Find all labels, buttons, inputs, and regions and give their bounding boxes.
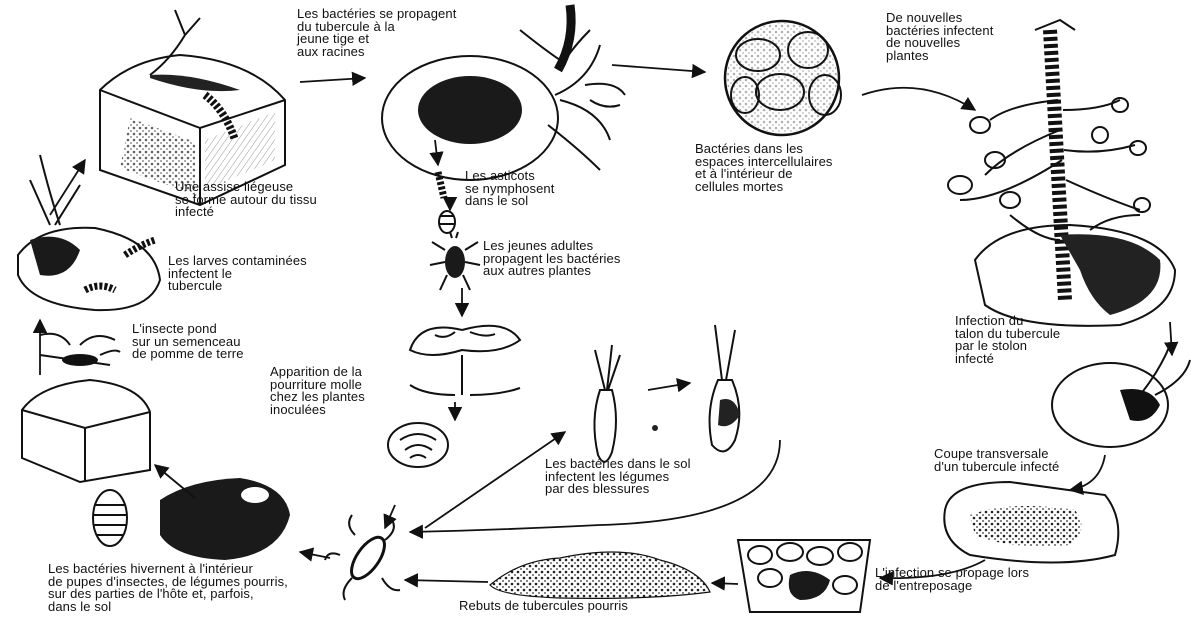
arrow-cork-to-sprout [300, 78, 365, 82]
intercellular-bacteria-micrograph [725, 21, 841, 135]
arrow-stolon-to-section [1070, 455, 1105, 490]
label-cross-section: Coupe transversale d'un tubercule infect… [934, 448, 1059, 473]
label-bacteria-spread: Les bactéries se propagent du tubercule … [297, 8, 456, 58]
label-heel-infection: Infection du talon du tubercule par le s… [955, 315, 1060, 365]
label-new-bacteria: De nouvelles bactéries infectent de nouv… [886, 12, 993, 62]
stolon-infected-tuber-illustration [1052, 345, 1190, 447]
seed-potato-with-fly-illustration [22, 334, 150, 482]
label-storage-spread: L'infection se propage lors de l'entrepo… [875, 567, 1029, 592]
label-larvae-infect: Les larves contaminées infectent le tube… [168, 255, 307, 293]
arrow-sprout-to-maggot [435, 140, 438, 165]
arrow-bacterium-to-overwinter [300, 552, 330, 558]
carrots-illustration [594, 325, 740, 462]
arrow-culls-to-bacterium [405, 580, 488, 582]
label-intercellular: Bactéries dans les espaces intercellulai… [695, 143, 833, 193]
arrow-micrograph-to-plant [862, 88, 975, 110]
bacterium-illustration [325, 515, 400, 600]
label-insect-lays: L'insecte pond sur un semenceau de pomme… [132, 323, 244, 361]
label-soft-rot: Apparition de la pourriture molle chez l… [270, 366, 365, 416]
larvae-infected-tuber-illustration [18, 155, 160, 310]
arrow-carrot-to-carrot [648, 383, 690, 390]
storage-crate-illustration [738, 540, 870, 612]
arrow-sprout-to-micrograph [612, 65, 705, 72]
label-cork-layer: Une assise liégeuse se forme autour du t… [175, 181, 317, 219]
label-overwinter: Les bactéries hivernent à l'intérieur de… [48, 563, 288, 613]
infected-plant-illustration [948, 20, 1175, 326]
arrow-plant-to-stolon [1170, 322, 1172, 355]
arrow-crate-to-culls [712, 583, 738, 584]
label-young-adults: Les jeunes adultes propagent les bactéri… [483, 240, 620, 278]
pupa-and-rotten-vegetable-illustration [93, 478, 290, 560]
label-soil-bacteria: Les bactéries dans le sol infectent les … [545, 458, 691, 496]
rotten-culls-illustration [490, 552, 710, 598]
cut-tuber-with-larva-illustration [100, 10, 285, 205]
arrow-bacterium-to-carrot [425, 432, 565, 528]
label-rotten-culls: Rebuts de tubercules pourris [459, 600, 628, 613]
center-column-illustrations [388, 172, 520, 467]
tuber-cross-section-illustration [944, 482, 1118, 563]
label-maggots-pupate: Les asticots se nymphosent dans le sol [465, 170, 554, 208]
